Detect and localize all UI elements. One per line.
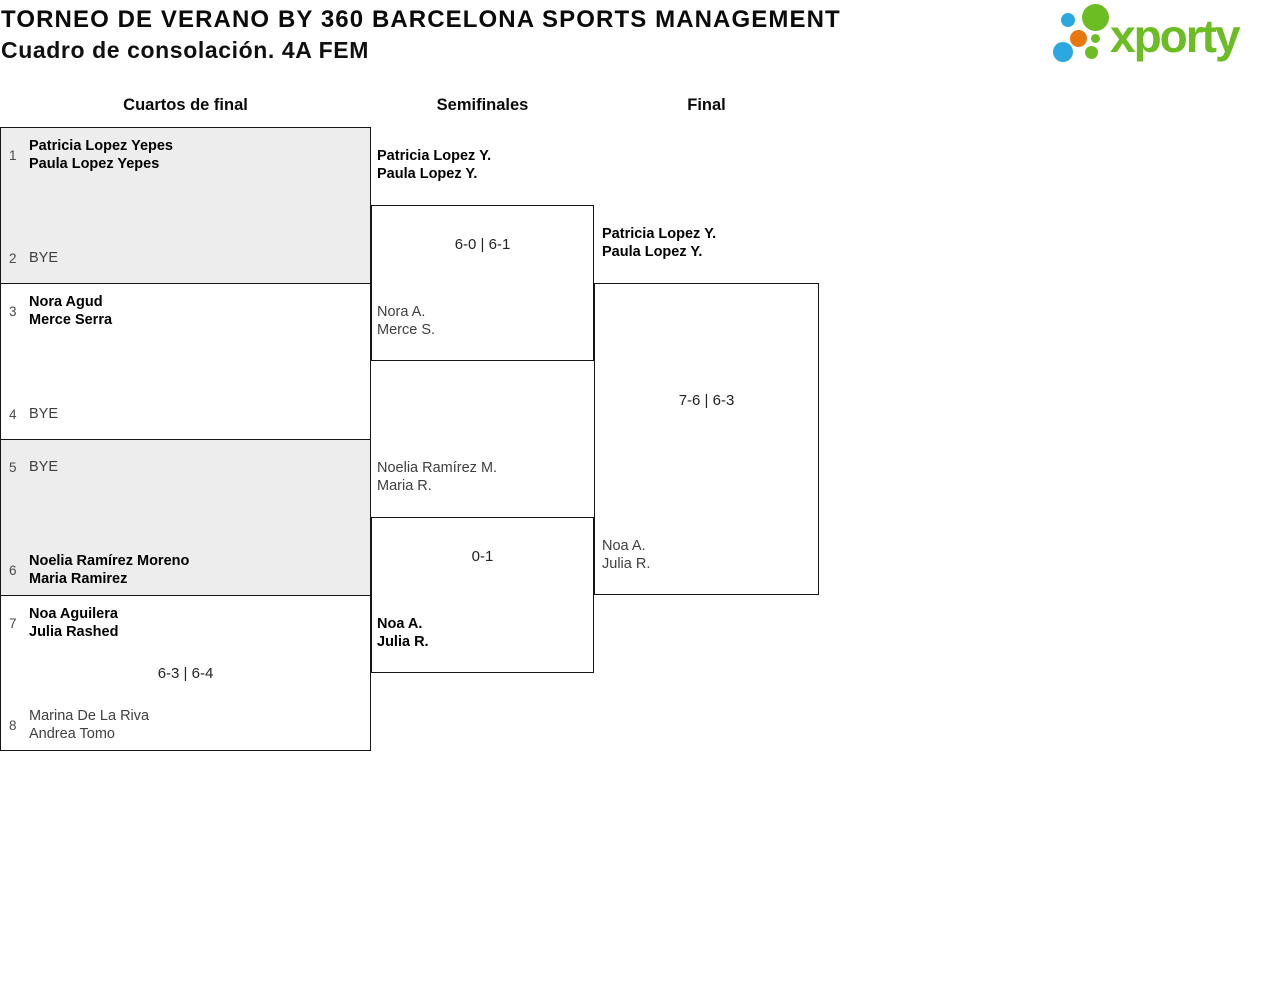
player-name: Nora A.: [377, 304, 426, 320]
seed-number: 8: [9, 717, 17, 733]
player-name: Julia R.: [377, 634, 429, 650]
final-team-bottom: Noa A. Julia R.: [602, 537, 650, 573]
player-name: Paula Lopez Y.: [602, 244, 703, 260]
player-name: Julia R.: [602, 556, 651, 572]
bye-label: BYE: [29, 459, 59, 475]
qf-match-1: 1 Patricia Lopez Yepes Paula Lopez Yepes…: [0, 127, 371, 284]
logo-wordmark: xporty: [1110, 10, 1241, 62]
team-names: Marina De La Riva Andrea Tomo: [29, 707, 149, 743]
round-header-semifinals: Semifinales: [436, 96, 529, 114]
player-name: Maria Ramirez: [29, 571, 128, 587]
sf1-team-top: Patricia Lopez Y. Paula Lopez Y.: [377, 147, 491, 183]
page-subtitle: Cuadro de consolación. 4A FEM: [1, 37, 369, 63]
sf-match-1-box: [371, 205, 594, 361]
player-name: Julia Rashed: [29, 624, 119, 640]
bracket-entry-seed3: 3 Nora Agud Merce Serra: [1, 293, 370, 329]
round-header-final: Final: [687, 96, 726, 114]
sf2-team-top: Noelia Ramírez M. Maria R.: [377, 459, 497, 495]
team-names: Nora Agud Merce Serra: [29, 293, 112, 329]
seed-number: 4: [9, 406, 17, 422]
player-name: Noa Aguilera: [29, 606, 118, 622]
player-name: Andrea Tomo: [29, 726, 115, 742]
player-name: Paula Lopez Yepes: [29, 156, 160, 172]
player-name: Merce S.: [377, 322, 436, 338]
round-header-quarterfinals: Cuartos de final: [123, 96, 248, 114]
player-name: Patricia Lopez Y.: [602, 226, 717, 242]
logo-dot-green-large-icon: [1082, 4, 1109, 31]
team-names: Noelia Ramírez Moreno Maria Ramirez: [29, 552, 189, 588]
page-title: TORNEO DE VERANO BY 360 BARCELONA SPORTS…: [1, 6, 841, 33]
player-name: Patricia Lopez Yepes: [29, 138, 173, 154]
qf-match-2: 3 Nora Agud Merce Serra 4 BYE: [0, 283, 371, 440]
player-name: Maria R.: [377, 478, 432, 494]
final-match-box: [594, 283, 819, 595]
bye-label: BYE: [29, 406, 59, 422]
team-names: BYE: [29, 405, 58, 423]
sf-match-2-score: 0-1: [471, 548, 494, 565]
seed-number: 2: [9, 250, 17, 266]
final-match-score: 7-6 | 6-3: [678, 392, 735, 409]
sf-match-2-box: [371, 517, 594, 673]
player-name: Marina De La Riva: [29, 708, 150, 724]
team-names: BYE: [29, 458, 58, 476]
player-name: Merce Serra: [29, 312, 113, 328]
seed-number: 5: [9, 459, 17, 475]
player-name: Patricia Lopez Y.: [377, 148, 492, 164]
qf-match-3: 5 BYE 6 Noelia Ramírez Moreno Maria Rami…: [0, 439, 371, 596]
player-name: Noelia Ramírez M.: [377, 460, 498, 476]
bracket-entry-seed4: 4 BYE: [1, 396, 370, 432]
seed-number: 1: [9, 147, 17, 163]
team-names: Noa Aguilera Julia Rashed: [29, 605, 118, 641]
player-name: Noelia Ramírez Moreno: [29, 553, 190, 569]
seed-number: 7: [9, 615, 17, 631]
player-name: Noa A.: [602, 538, 646, 554]
logo-dot-blue-large-icon: [1053, 42, 1073, 62]
logo-dot-orange-icon: [1070, 30, 1087, 47]
team-names: BYE: [29, 249, 58, 267]
player-name: Nora Agud: [29, 294, 103, 310]
bracket-entry-seed8: 8 Marina De La Riva Andrea Tomo: [1, 707, 370, 743]
team-names: Patricia Lopez Yepes Paula Lopez Yepes: [29, 137, 173, 173]
bracket-entry-seed5: 5 BYE: [1, 449, 370, 485]
bracket-entry-seed6: 6 Noelia Ramírez Moreno Maria Ramirez: [1, 552, 370, 588]
seed-number: 6: [9, 562, 17, 578]
player-name: Noa A.: [377, 616, 423, 632]
seed-number: 3: [9, 303, 17, 319]
bracket-entry-seed2: 2 BYE: [1, 240, 370, 276]
qf-match-4-score: 6-3 | 6-4: [157, 665, 214, 682]
final-team-top: Patricia Lopez Y. Paula Lopez Y.: [602, 225, 716, 261]
bracket-entry-seed7: 7 Noa Aguilera Julia Rashed: [1, 605, 370, 641]
sf1-team-bottom: Nora A. Merce S.: [377, 303, 435, 339]
logo-dot-green-tiny-icon: [1091, 34, 1100, 43]
qf-match-4: 7 Noa Aguilera Julia Rashed 8 Marina De …: [0, 595, 371, 751]
sf-match-1-score: 6-0 | 6-1: [454, 236, 511, 253]
bye-label: BYE: [29, 250, 59, 266]
bracket-entry-seed1: 1 Patricia Lopez Yepes Paula Lopez Yepes: [1, 137, 370, 173]
sf2-team-bottom: Noa A. Julia R.: [377, 615, 429, 651]
logo-dot-blue-small-icon: [1061, 13, 1075, 27]
player-name: Paula Lopez Y.: [377, 166, 478, 182]
logo-dot-green-medium-icon: [1085, 46, 1098, 59]
